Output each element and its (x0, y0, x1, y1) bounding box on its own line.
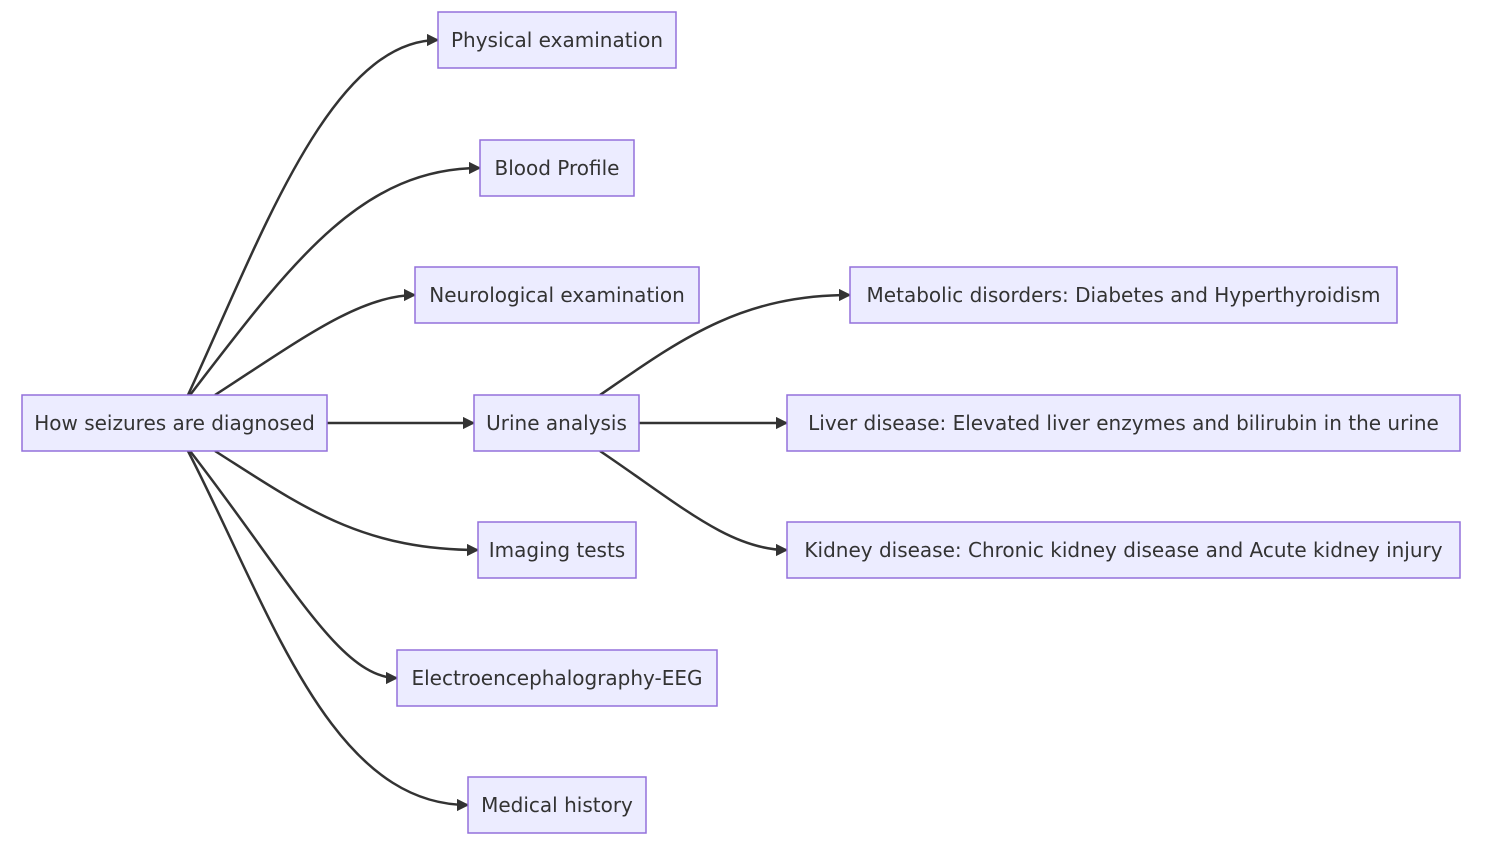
nodes-layer: How seizures are diagnosed Physical exam… (21, 11, 1461, 834)
node-label: Electroencephalography-EEG (411, 666, 702, 690)
node-blood-profile[interactable]: Blood Profile (479, 139, 635, 197)
node-label: Kidney disease: Chronic kidney disease a… (804, 538, 1442, 562)
node-label: Blood Profile (495, 156, 620, 180)
node-label: Liver disease: Elevated liver enzymes an… (808, 411, 1439, 435)
node-electroencephalography-eeg[interactable]: Electroencephalography-EEG (396, 649, 718, 707)
edge-root-to-medical-history (186, 450, 470, 812)
node-physical-examination[interactable]: Physical examination (437, 11, 677, 69)
edge-urine-to-metabolic-disorders (599, 288, 852, 397)
edge-root-to-eeg (189, 450, 399, 685)
node-imaging-tests[interactable]: Imaging tests (477, 521, 637, 579)
node-medical-history[interactable]: Medical history (467, 776, 647, 834)
edges-layer (186, 33, 852, 812)
node-how-seizures-are-diagnosed[interactable]: How seizures are diagnosed (21, 394, 328, 452)
node-label: Physical examination (451, 28, 663, 52)
node-kidney-disease[interactable]: Kidney disease: Chronic kidney disease a… (786, 521, 1461, 579)
edge-root-to-imaging-tests (214, 449, 480, 557)
node-liver-disease[interactable]: Liver disease: Elevated liver enzymes an… (786, 394, 1461, 452)
edge-urine-to-kidney-disease (599, 449, 789, 557)
node-label: Neurological examination (429, 283, 685, 307)
node-label: Urine analysis (486, 411, 627, 435)
node-label: Medical history (481, 793, 633, 817)
edge-root-to-neurological-examination (214, 288, 417, 397)
node-metabolic-disorders[interactable]: Metabolic disorders: Diabetes and Hypert… (849, 266, 1398, 324)
node-urine-analysis[interactable]: Urine analysis (473, 394, 640, 452)
node-label: How seizures are diagnosed (34, 411, 315, 435)
node-label: Imaging tests (489, 538, 625, 562)
node-label: Metabolic disorders: Diabetes and Hypert… (867, 283, 1381, 307)
edge-root-to-blood-profile (189, 161, 482, 396)
edge-root-to-physical-examination (186, 33, 440, 396)
node-neurological-examination[interactable]: Neurological examination (414, 266, 700, 324)
